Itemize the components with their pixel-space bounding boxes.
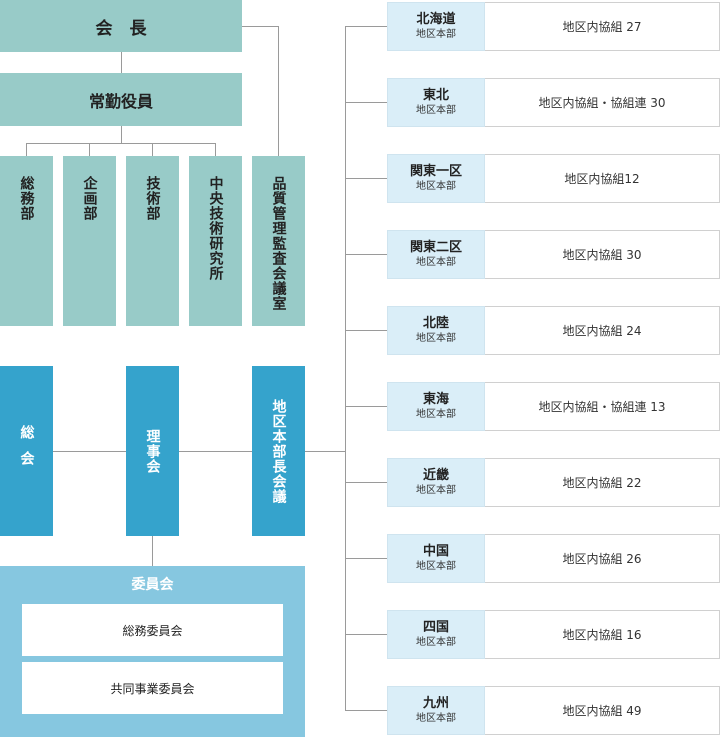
region-name: 近畿 — [422, 468, 449, 483]
region-sub: 地区本部 — [416, 181, 456, 192]
executives-label: 常勤役員 — [88, 91, 153, 111]
department-label: 中央技術研究所 — [207, 176, 224, 281]
region-sub: 地区本部 — [416, 713, 456, 724]
region-sub: 地区本部 — [416, 333, 456, 344]
region-desc-box: 地区内協組 27 — [485, 2, 720, 51]
region-sub: 地区本部 — [416, 105, 456, 116]
connector-dept-3 — [152, 143, 153, 156]
connector-president-audit — [242, 26, 278, 27]
connector-dept-1 — [26, 143, 27, 156]
audit-room-box: 品質管理監査会議室 — [252, 156, 305, 326]
connector-regions-spine — [345, 26, 346, 710]
region-desc-box: 地区内協組・協組連 13 — [485, 382, 720, 431]
region-desc-box: 地区内協組 22 — [485, 458, 720, 507]
region-name: 北海道 — [416, 12, 456, 27]
region-name-box: 九州 地区本部 — [387, 686, 485, 735]
connector-dept-4 — [215, 143, 216, 156]
connector-region-6 — [345, 406, 387, 407]
region-name-box: 北海道 地区本部 — [387, 2, 485, 51]
connector-region-3 — [345, 178, 387, 179]
department-technical: 技術部 — [126, 156, 179, 326]
region-name: 九州 — [422, 696, 449, 711]
region-sub: 地区本部 — [416, 485, 456, 496]
region-name-box: 近畿 地区本部 — [387, 458, 485, 507]
region-desc-box: 地区内協組 49 — [485, 686, 720, 735]
connector-dept-2 — [89, 143, 90, 156]
general-assembly-label: 総会 — [18, 425, 35, 477]
connector-president-executives — [121, 52, 122, 73]
region-name: 関東二区 — [409, 240, 462, 255]
region-name-box: 四国 地区本部 — [387, 610, 485, 659]
department-label: 技術部 — [144, 176, 161, 221]
connector-region-9 — [345, 634, 387, 635]
region-name-box: 中国 地区本部 — [387, 534, 485, 583]
region-desc-box: 地区内協組 24 — [485, 306, 720, 355]
connector-board-committees — [152, 536, 153, 566]
connector-assembly-board-council — [53, 451, 345, 452]
department-label: 総務部 — [18, 176, 35, 221]
region-name: 四国 — [422, 620, 449, 635]
committees-panel: 委員会 総務委員会 共同事業委員会 — [0, 566, 305, 737]
committees-title: 委員会 — [131, 577, 174, 593]
connector-executives-departments — [121, 126, 122, 144]
committee-joint-business: 共同事業委員会 — [22, 662, 283, 714]
region-sub: 地区本部 — [416, 257, 456, 268]
department-general-affairs: 総務部 — [0, 156, 53, 326]
connector-region-5 — [345, 330, 387, 331]
region-name-box: 東北 地区本部 — [387, 78, 485, 127]
general-assembly-box: 総会 — [0, 366, 53, 536]
region-name-box: 関東二区 地区本部 — [387, 230, 485, 279]
department-label: 企画部 — [81, 176, 98, 221]
connector-departments-bar — [26, 143, 216, 144]
region-desc-box: 地区内協組 30 — [485, 230, 720, 279]
region-desc-box: 地区内協組 16 — [485, 610, 720, 659]
region-sub: 地区本部 — [416, 29, 456, 40]
connector-region-10 — [345, 710, 387, 711]
department-planning: 企画部 — [63, 156, 116, 326]
president-box: 会 長 — [0, 0, 242, 52]
region-desc-box: 地区内協組 26 — [485, 534, 720, 583]
connector-region-1 — [345, 26, 387, 27]
region-name: 東北 — [422, 88, 449, 103]
region-name: 関東一区 — [409, 164, 462, 179]
region-desc-box: 地区内協組・協組連 30 — [485, 78, 720, 127]
connector-region-4 — [345, 254, 387, 255]
regional-council-box: 地区本部長会議 — [252, 366, 305, 536]
board-box: 理事会 — [126, 366, 179, 536]
region-sub: 地区本部 — [416, 409, 456, 420]
board-label: 理事会 — [144, 428, 161, 474]
president-label: 会 長 — [95, 18, 147, 39]
region-name: 東海 — [422, 392, 449, 407]
region-name-box: 北陸 地区本部 — [387, 306, 485, 355]
region-name: 北陸 — [422, 316, 449, 331]
region-desc-box: 地区内協組12 — [485, 154, 720, 203]
department-central-research: 中央技術研究所 — [189, 156, 242, 326]
executives-box: 常勤役員 — [0, 73, 242, 126]
region-sub: 地区本部 — [416, 637, 456, 648]
connector-region-7 — [345, 482, 387, 483]
region-name-box: 東海 地区本部 — [387, 382, 485, 431]
connector-region-8 — [345, 558, 387, 559]
connector-region-2 — [345, 102, 387, 103]
regional-council-label: 地区本部長会議 — [270, 398, 287, 504]
committee-general-affairs: 総務委員会 — [22, 604, 283, 656]
region-name: 中国 — [422, 544, 449, 559]
region-name-box: 関東一区 地区本部 — [387, 154, 485, 203]
connector-audit-drop — [278, 26, 279, 156]
audit-room-label: 品質管理監査会議室 — [270, 176, 287, 311]
region-sub: 地区本部 — [416, 561, 456, 572]
